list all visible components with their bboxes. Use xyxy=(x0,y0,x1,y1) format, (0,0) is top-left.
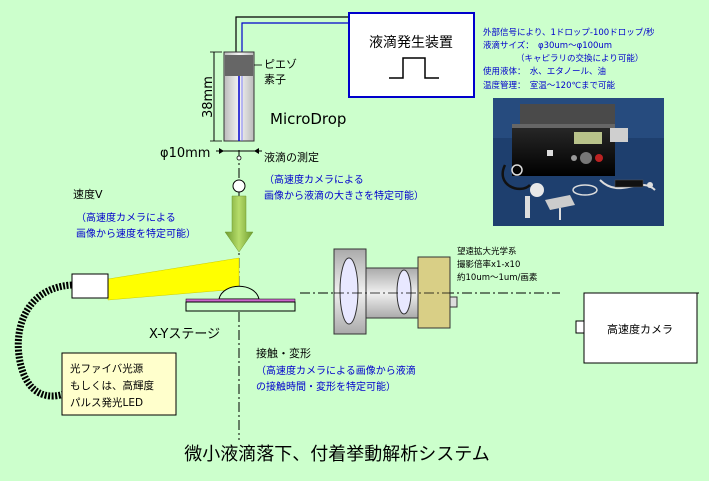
measurement-line-1: （高速度カメラによる xyxy=(264,173,364,186)
spec-line-4: 使用液体： 水、エタノール、油 xyxy=(483,66,606,77)
pulse-waveform-icon xyxy=(389,57,439,79)
piezo-label-line2: 素子 xyxy=(264,73,286,86)
droplet-measured xyxy=(232,179,246,193)
velocity-line-1: （高速度カメラによる xyxy=(76,211,176,224)
optics-line-2: 撮影倍率x1-x10 xyxy=(457,259,520,270)
light-source-label-box xyxy=(61,352,177,416)
optical-fiber-cable xyxy=(14,281,73,400)
drop-fall-arrow xyxy=(224,195,254,253)
measurement-title: 液滴の測定 xyxy=(264,150,319,164)
high-speed-camera-box xyxy=(583,292,698,364)
spec-line-3: （キャピラリの交換により可能） xyxy=(516,53,643,64)
piezo-label-line1: ピエゾ xyxy=(264,58,297,71)
contact-title: 接触・変形 xyxy=(256,346,311,360)
microdrop-label: MicroDrop xyxy=(270,110,346,128)
device-photo xyxy=(493,98,664,226)
droplet-generator-title: 液滴発生装置 xyxy=(369,34,453,51)
light-source-line-3: パルス発光LED xyxy=(70,396,143,409)
camera-connector xyxy=(575,320,585,334)
diagram-caption: 微小液滴落下、付着挙動解析システム xyxy=(184,444,489,465)
high-speed-camera-label: 高速度カメラ xyxy=(607,322,673,336)
contact-line-1: （高速度カメラによる画像から液滴 xyxy=(256,364,416,377)
light-source-line-2: もしくは、高輝度 xyxy=(70,379,154,392)
piezo-element xyxy=(225,55,253,76)
xy-stage-label: X-Yステージ xyxy=(149,327,220,342)
velocity-line-2: 画像から速度を特定可能） xyxy=(76,227,196,240)
light-beam xyxy=(107,257,240,301)
optics-line-3: 約10um～1um/画素 xyxy=(457,272,538,283)
optics-line-1: 望遠拡大光学系 xyxy=(457,246,517,257)
spec-line-2: 液滴サイズ： φ30um～φ100um xyxy=(483,40,612,51)
signal-cable-2 xyxy=(241,22,349,52)
light-source-line-1: 光ファイバ光源 xyxy=(70,362,144,375)
height-dimension-label: 38mm xyxy=(201,76,216,118)
width-dimension-label: φ10mm xyxy=(160,146,210,161)
droplet-generator-box xyxy=(348,12,475,98)
spec-line-1: 外部信号により、1ドロップ-100ドロップ/秒 xyxy=(483,27,655,38)
velocity-title: 速度V xyxy=(73,187,103,201)
xy-stage xyxy=(185,301,296,312)
measurement-line-2: 画像から液滴の大きさを特定可能） xyxy=(264,189,424,202)
signal-cable xyxy=(235,16,349,52)
droplet-small xyxy=(236,155,242,161)
light-source-head xyxy=(71,273,109,299)
spec-line-5: 温度管理： 室温～120℃まで可能 xyxy=(483,80,616,91)
telephoto-optics xyxy=(333,248,458,335)
contact-line-2: の接触時間・変形を特定可能） xyxy=(256,380,396,393)
